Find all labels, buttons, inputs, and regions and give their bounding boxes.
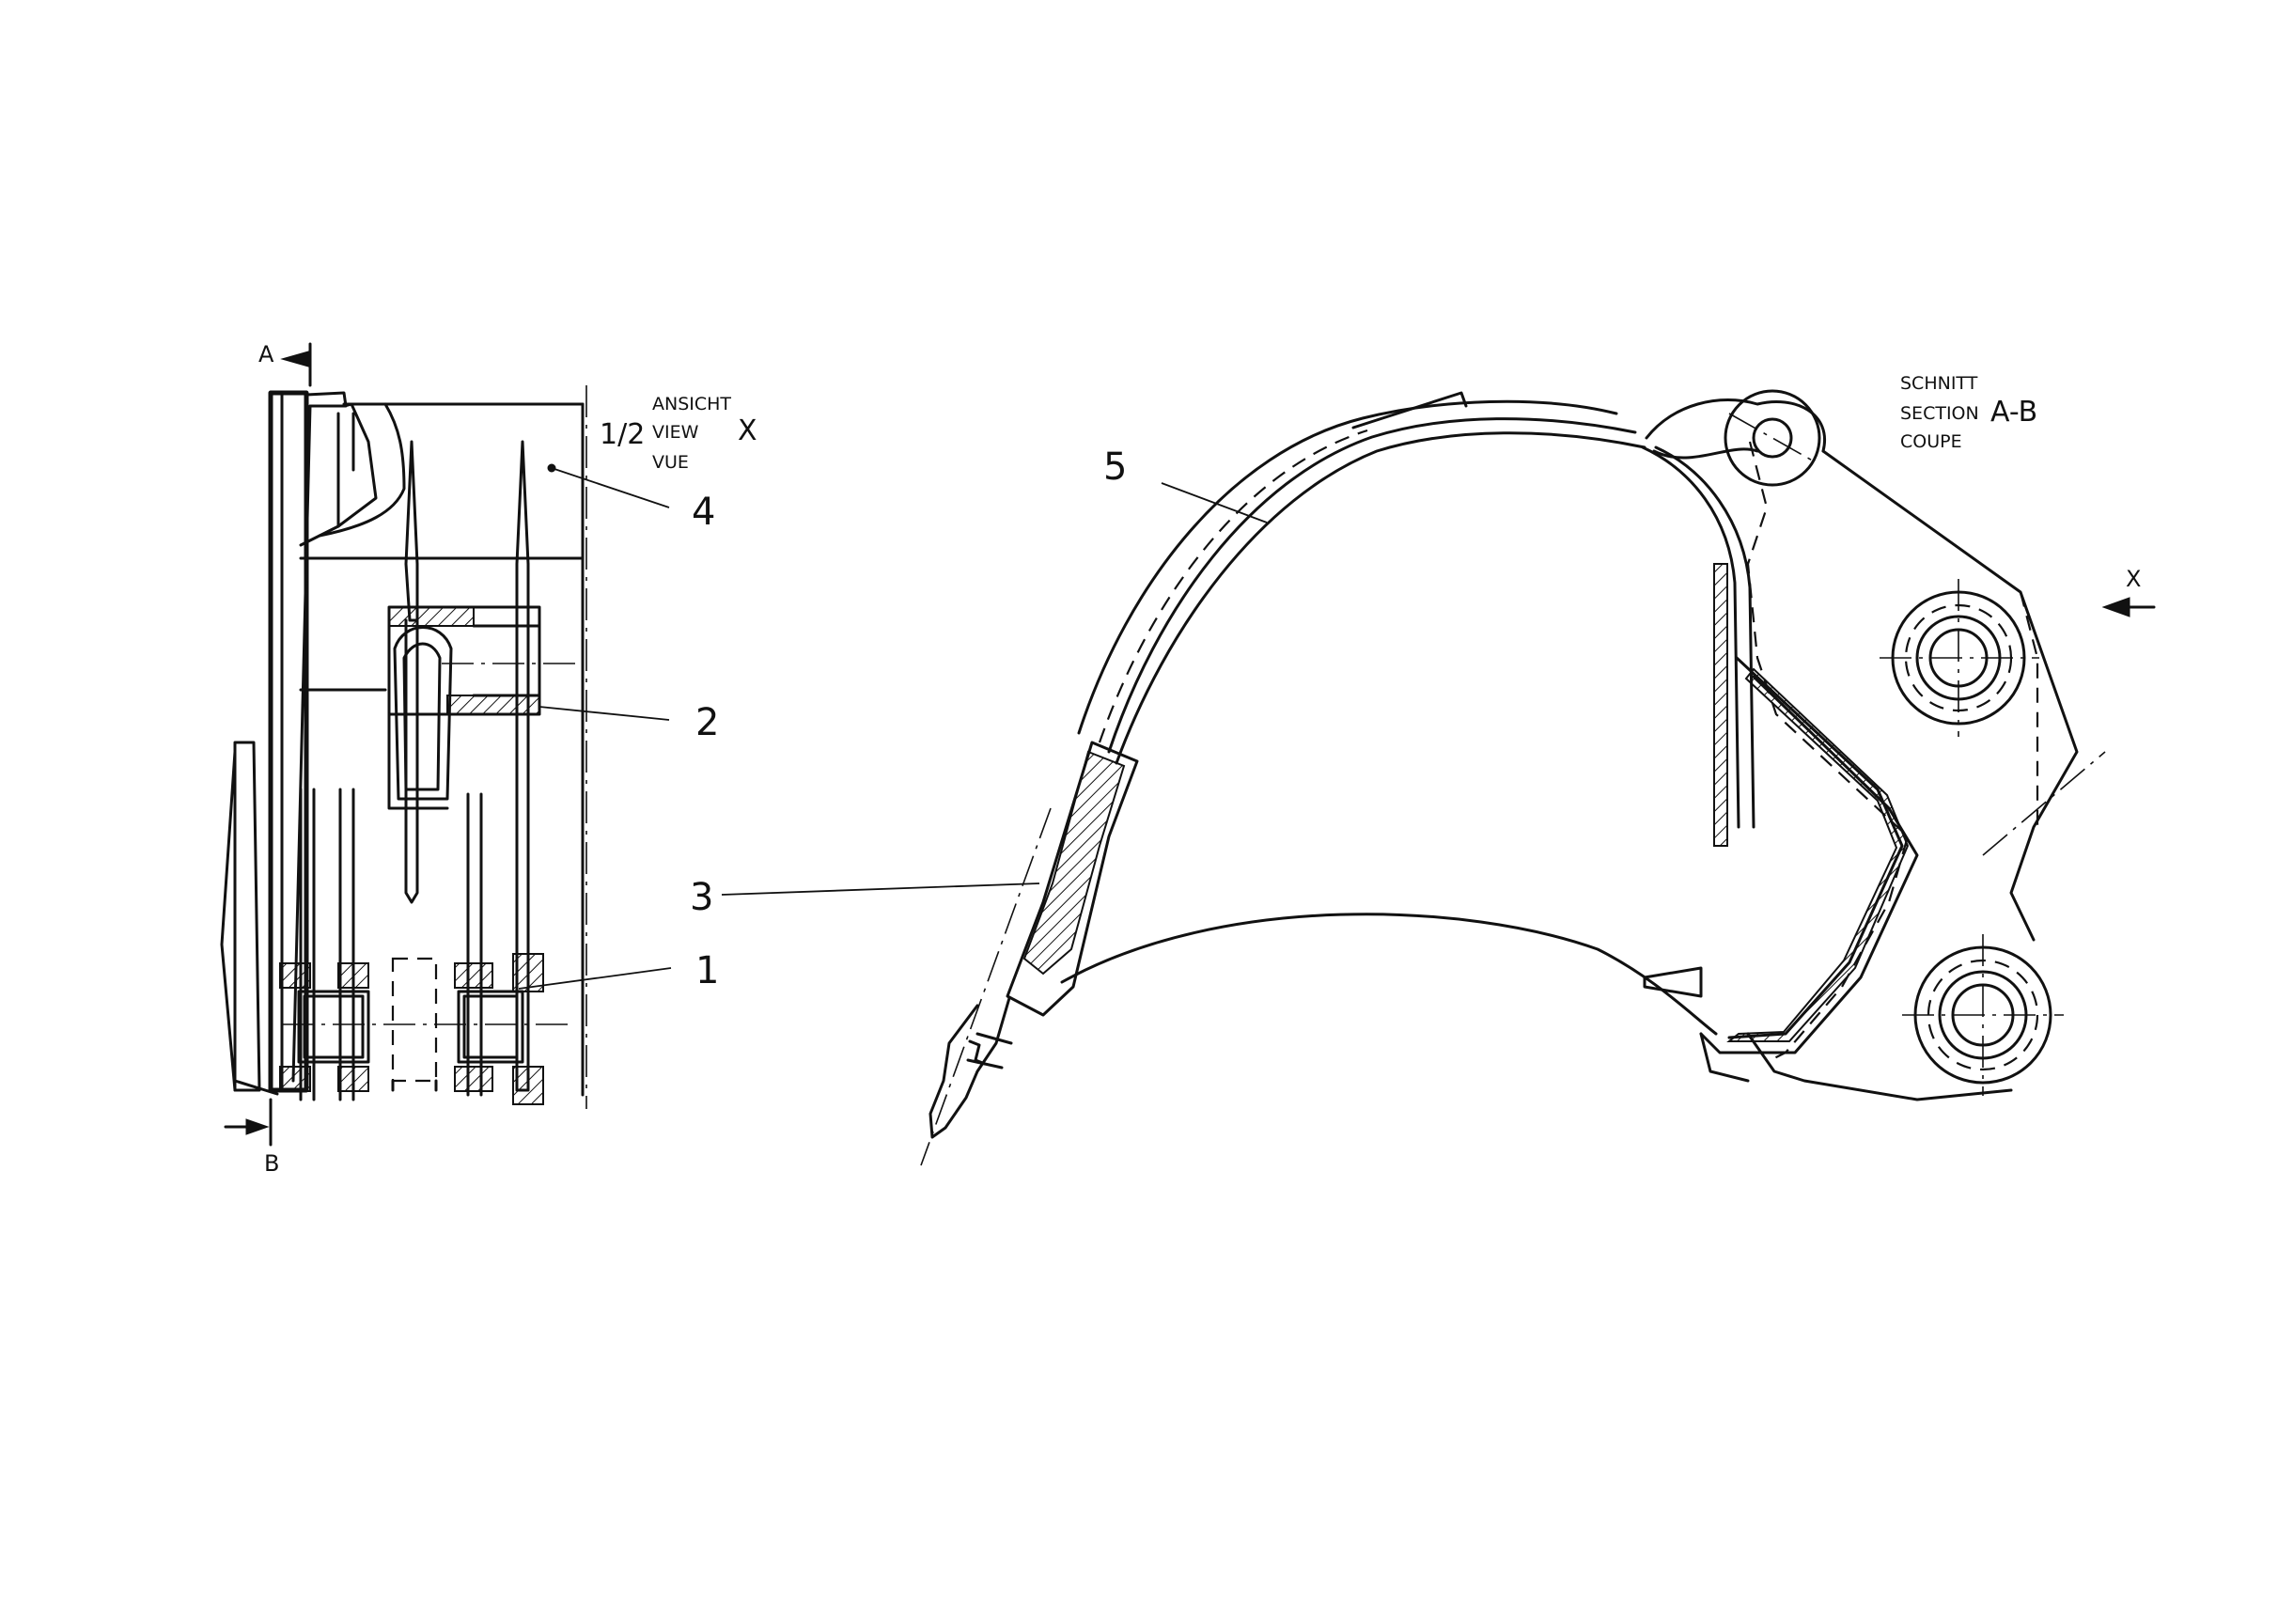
callout-2: 2 bbox=[538, 701, 719, 744]
section-title-line-2: SECTION bbox=[1900, 403, 1979, 424]
section-marker-b-label: B bbox=[264, 1150, 279, 1177]
view-title-fraction: 1/2 bbox=[600, 418, 645, 451]
callout-1: 1 bbox=[518, 949, 719, 992]
view-arrow-x-label: X bbox=[2126, 566, 2141, 592]
callout-4: 4 bbox=[547, 463, 715, 534]
callout-4-label: 4 bbox=[692, 491, 715, 534]
section-a-b: X SCHNITT SECTION COUPE A-B 5 3 bbox=[690, 373, 2156, 1166]
bucket-tooth bbox=[920, 741, 1139, 1166]
tooth-adapters bbox=[299, 440, 530, 1101]
view-title-letter: X bbox=[738, 414, 757, 447]
section-marker-a-label: A bbox=[258, 341, 274, 367]
half-view-x: A B ANSICHT VIEW VUE 1/2 X 4 2 1 bbox=[220, 341, 757, 1177]
view-arrow-x: X bbox=[2101, 566, 2156, 617]
view-x-title: ANSICHT VIEW VUE 1/2 X bbox=[600, 394, 757, 473]
pin-housing bbox=[387, 605, 583, 810]
section-title-line-3: COUPE bbox=[1900, 431, 1962, 452]
pin-boss-lower bbox=[1902, 934, 2064, 1096]
top-lug bbox=[1724, 389, 1821, 487]
view-outline bbox=[299, 385, 587, 1109]
callout-2-label: 2 bbox=[695, 701, 719, 744]
section-marker-a: A bbox=[258, 341, 312, 387]
bucket-back-plate bbox=[220, 390, 348, 1096]
section-id: A-B bbox=[1990, 396, 2037, 429]
section-title-line-1: SCHNITT bbox=[1900, 373, 1978, 394]
callout-1-label: 1 bbox=[695, 949, 719, 992]
callout-5: 5 bbox=[1103, 445, 1268, 523]
lower-pin-assembly bbox=[279, 953, 573, 1105]
section-title: SCHNITT SECTION COUPE A-B bbox=[1900, 373, 2037, 452]
callout-3: 3 bbox=[690, 876, 1040, 919]
view-title-line-1: ANSICHT bbox=[652, 394, 731, 414]
pin-boss-upper bbox=[1880, 579, 2039, 737]
callout-3-label: 3 bbox=[690, 876, 713, 919]
bucket-shell bbox=[1060, 391, 1755, 1036]
view-title-line-3: VUE bbox=[652, 452, 689, 473]
view-title-line-2: VIEW bbox=[652, 422, 699, 443]
section-marker-b: B bbox=[224, 1098, 279, 1177]
callout-5-label: 5 bbox=[1103, 445, 1127, 489]
side-plate bbox=[1643, 398, 2106, 1101]
